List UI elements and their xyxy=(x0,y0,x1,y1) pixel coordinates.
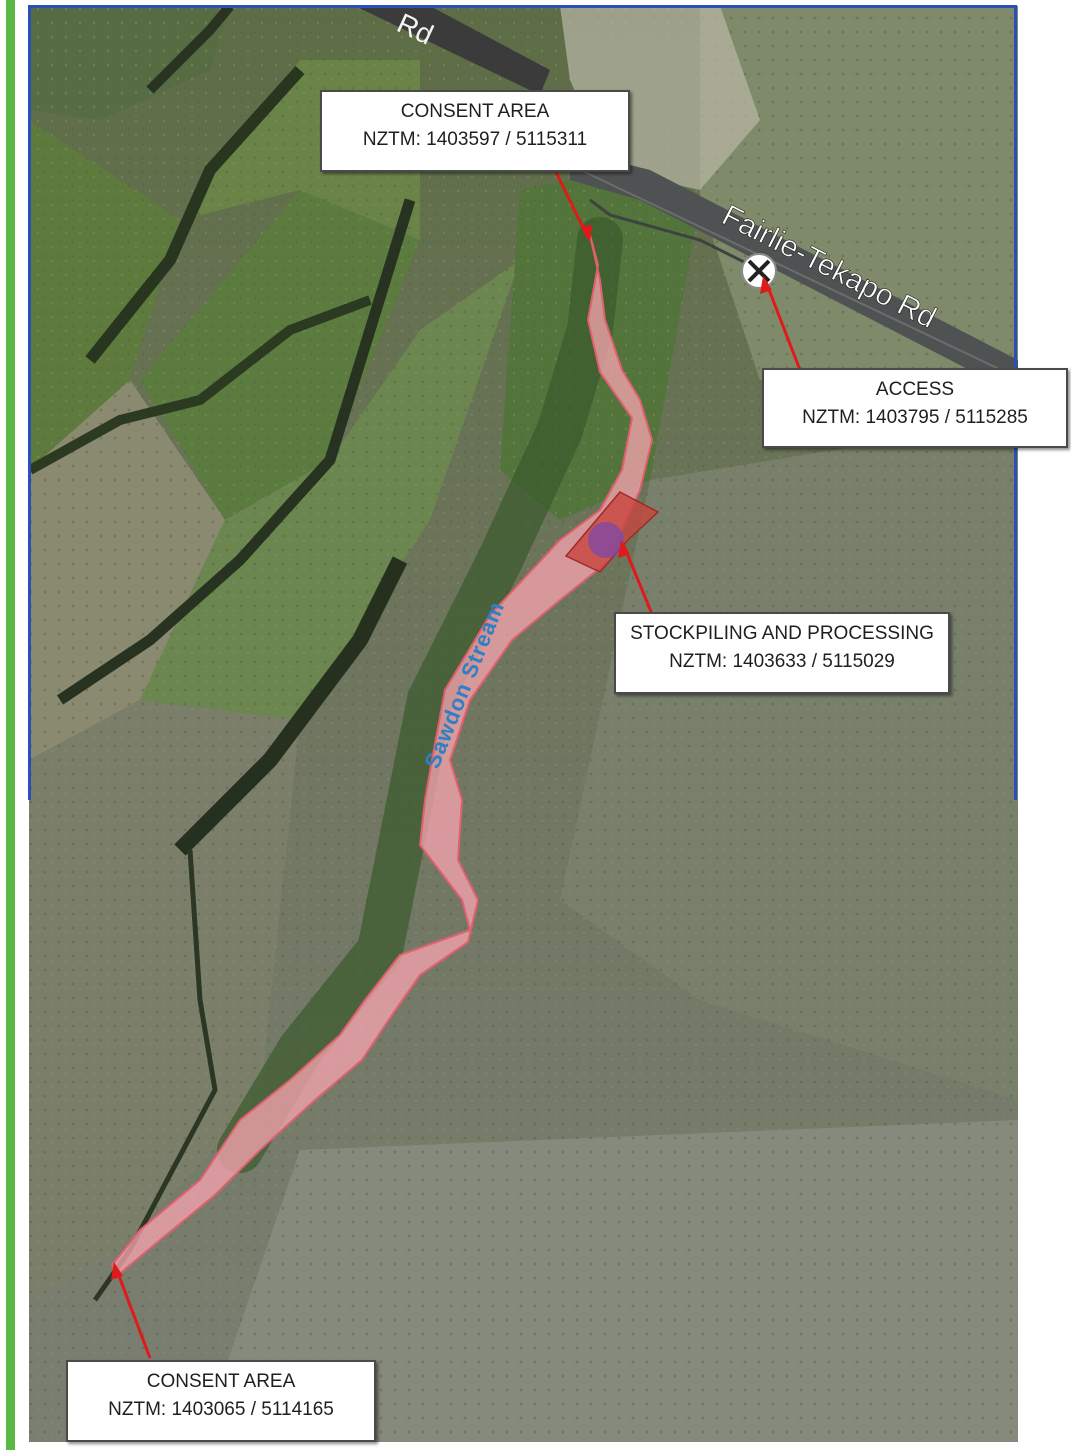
callout-consent-area-north[interactable]: CONSENT AREA NZTM: 1403597 / 5115311 xyxy=(320,90,630,172)
leader-line-stockpile xyxy=(622,545,654,615)
callout-coords: NZTM: 1403795 / 5115285 xyxy=(802,407,1028,428)
callout-coords: NZTM: 1403633 / 5115029 xyxy=(669,651,895,672)
stream-vegetation xyxy=(217,217,623,1173)
stockpile-marker xyxy=(588,522,624,558)
leader-line-consent-south xyxy=(114,1267,152,1359)
callout-coords: NZTM: 1403597 / 5115311 xyxy=(362,129,588,150)
aerial-map[interactable]: Rd Fairlie-Tekapo Rd Sawdon Stream xyxy=(29,6,1018,1442)
callout-title: CONSENT AREA xyxy=(400,101,550,122)
arrowhead xyxy=(618,540,630,558)
road-centerline xyxy=(569,164,1018,379)
arrowhead xyxy=(111,1262,123,1280)
shelter-belt xyxy=(174,556,408,856)
shelter-belt xyxy=(56,198,416,705)
shelter-belt xyxy=(146,6,234,94)
callout-consent-area-south[interactable]: CONSENT AREA NZTM: 1403065 / 5114165 xyxy=(66,1360,376,1442)
access-track xyxy=(589,198,761,272)
callout-title: STOCKPILING AND PROCESSING xyxy=(630,623,934,644)
road-top xyxy=(355,6,550,95)
leader-line-access xyxy=(764,281,802,371)
callout-title: CONSENT AREA xyxy=(146,1371,296,1392)
callout-coords: NZTM: 1403065 / 5114165 xyxy=(108,1399,334,1420)
shelter-belt xyxy=(85,65,305,364)
arrowhead xyxy=(580,225,592,242)
side-accent-bar xyxy=(6,0,15,1450)
callout-stockpiling[interactable]: STOCKPILING AND PROCESSING NZTM: 1403633… xyxy=(614,612,950,694)
callout-access[interactable]: ACCESS NZTM: 1403795 / 5115285 xyxy=(762,368,1068,448)
callout-title: ACCESS xyxy=(875,379,955,400)
x-in-circle-icon[interactable] xyxy=(741,253,777,289)
map-canvas: Rd Fairlie-Tekapo Rd Sawdon Stream xyxy=(29,6,1018,1442)
shelter-belt xyxy=(29,295,372,475)
arrowhead xyxy=(760,276,772,294)
